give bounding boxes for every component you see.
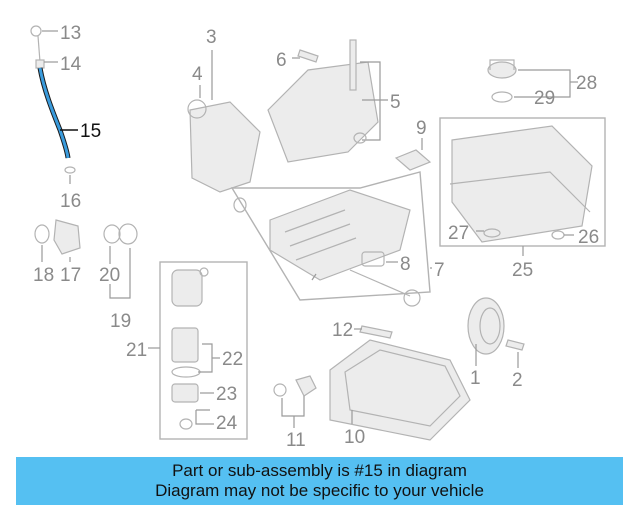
banner-line-2: Diagram may not be specific to your vehi… bbox=[155, 481, 484, 500]
callout-7: 7 bbox=[434, 260, 445, 281]
callout-27: 27 bbox=[448, 223, 469, 244]
callout-25: 25 bbox=[512, 260, 533, 281]
dipstick-seal bbox=[35, 59, 45, 69]
info-banner: Part or sub-assembly is #15 in diagram D… bbox=[16, 457, 623, 505]
callout-11: 11 bbox=[286, 430, 306, 451]
dipstick-o-ring bbox=[64, 166, 76, 174]
emblem-group bbox=[394, 138, 432, 171]
dipstick-group bbox=[30, 25, 78, 184]
oil-filter-group bbox=[148, 261, 248, 440]
dipstick-upper bbox=[37, 35, 41, 63]
callout-28: 28 bbox=[576, 73, 597, 94]
parts-diagram: 13 14 15 16 18 17 20 19 3 4 6 5 9 8 7 28… bbox=[30, 23, 606, 451]
callout-5: 5 bbox=[390, 92, 401, 113]
callout-21: 21 bbox=[126, 340, 147, 361]
oil-cap-group bbox=[487, 59, 578, 103]
callout-23: 23 bbox=[216, 384, 237, 405]
callout-6: 6 bbox=[276, 50, 287, 71]
callout-24: 24 bbox=[216, 413, 238, 434]
pulley-group bbox=[354, 297, 525, 368]
callout-29: 29 bbox=[534, 88, 555, 109]
left-small-parts bbox=[34, 219, 138, 299]
sensor-group bbox=[273, 375, 317, 428]
valve-cover-group bbox=[439, 117, 606, 256]
callout-20: 20 bbox=[99, 265, 120, 286]
callout-26: 26 bbox=[578, 227, 599, 248]
callout-8: 8 bbox=[400, 254, 411, 275]
dipstick-handle bbox=[30, 25, 42, 37]
callout-2: 2 bbox=[512, 370, 523, 391]
callout-12: 12 bbox=[332, 320, 353, 341]
banner-line-1: Part or sub-assembly is #15 in diagram bbox=[172, 461, 467, 480]
callout-16: 16 bbox=[60, 191, 81, 212]
callout-17: 17 bbox=[60, 265, 81, 286]
callout-10: 10 bbox=[344, 427, 365, 448]
callout-13: 13 bbox=[60, 23, 81, 44]
dipstick-tube-highlight bbox=[38, 67, 70, 159]
callout-9: 9 bbox=[416, 118, 427, 139]
callout-19: 19 bbox=[110, 311, 131, 332]
timing-cover-group bbox=[187, 39, 388, 193]
callout-18: 18 bbox=[33, 265, 54, 286]
callout-3: 3 bbox=[206, 27, 217, 48]
callout-14: 14 bbox=[60, 54, 82, 75]
intake-manifold-group bbox=[230, 171, 432, 307]
callout-22: 22 bbox=[222, 349, 243, 370]
callout-labels: 13 14 15 16 18 17 20 19 3 4 6 5 9 8 7 28… bbox=[33, 23, 599, 451]
callout-15: 15 bbox=[80, 121, 101, 142]
callout-1: 1 bbox=[470, 368, 481, 389]
oil-pan-group bbox=[329, 339, 471, 441]
callout-4: 4 bbox=[192, 64, 203, 85]
